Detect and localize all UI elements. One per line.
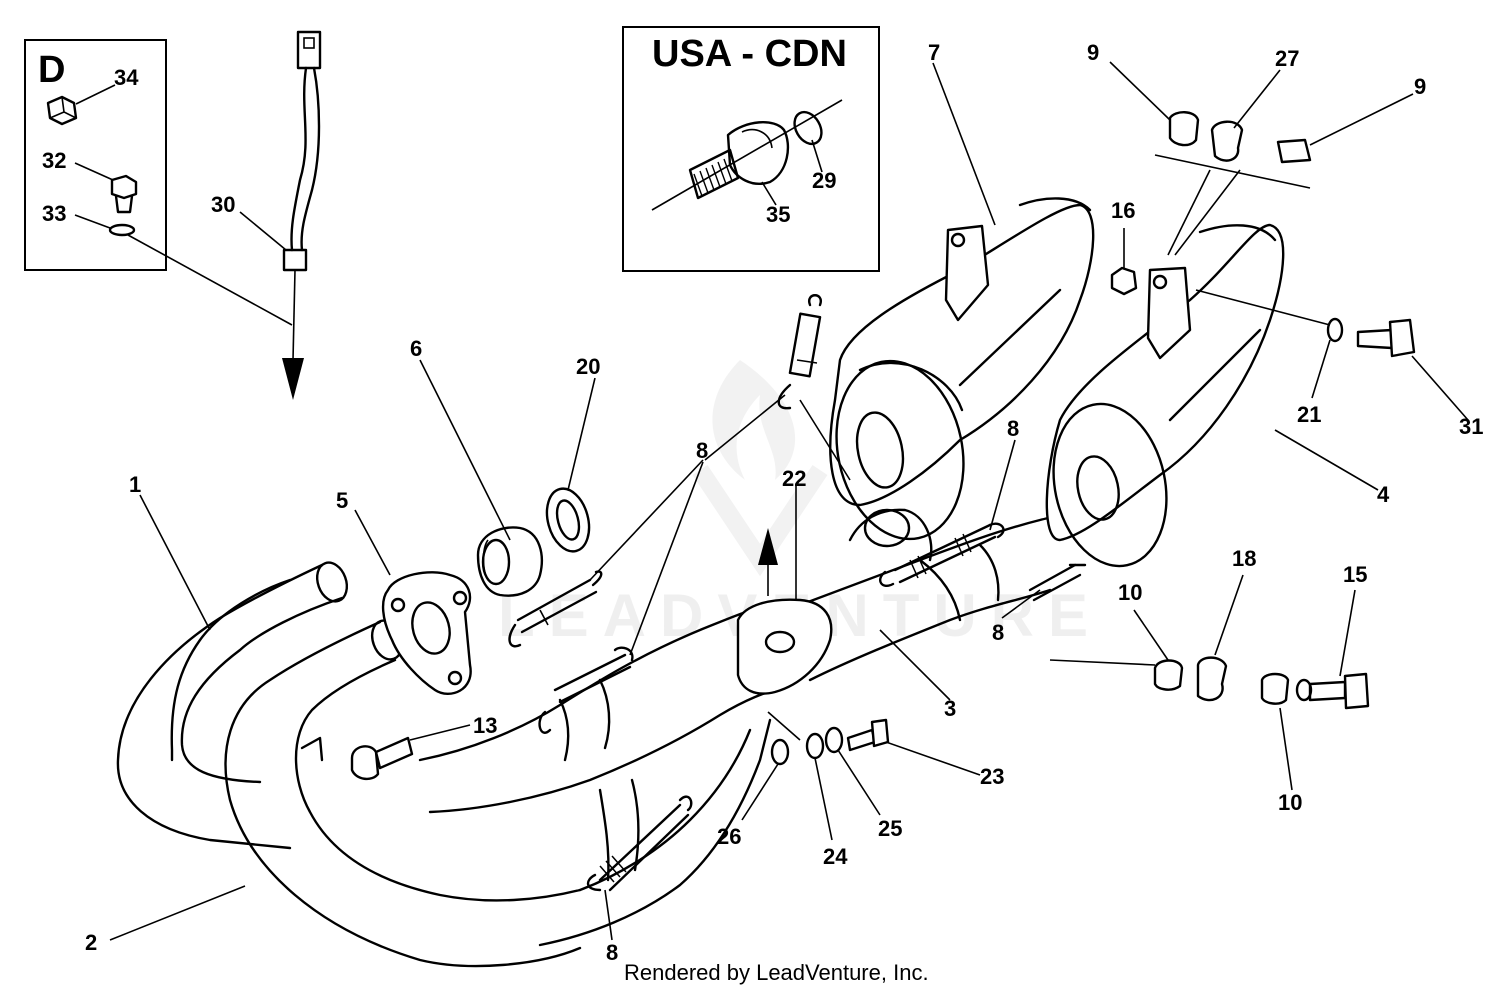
callout-31: 31 bbox=[1459, 414, 1483, 439]
callout-3: 3 bbox=[944, 696, 956, 721]
callout-10-top: 10 bbox=[1118, 580, 1142, 605]
nut-16 bbox=[1110, 228, 1138, 296]
callout-5: 5 bbox=[336, 488, 348, 513]
callout-24: 24 bbox=[823, 844, 848, 869]
callout-16: 16 bbox=[1111, 198, 1135, 223]
spring-left bbox=[508, 570, 603, 648]
callout-9-right: 9 bbox=[1414, 74, 1426, 99]
header-pipe-2 bbox=[224, 619, 582, 968]
callout-18: 18 bbox=[1232, 546, 1256, 571]
callout-8-bottom: 8 bbox=[606, 940, 618, 965]
hardware-23-26 bbox=[741, 711, 981, 841]
bolt-13 bbox=[350, 724, 471, 781]
callout-35: 35 bbox=[766, 202, 790, 227]
collar-6 bbox=[476, 526, 543, 597]
callout-4: 4 bbox=[1377, 482, 1390, 507]
callout-21: 21 bbox=[1297, 402, 1321, 427]
heat-shield-22 bbox=[736, 528, 833, 695]
callout-22: 22 bbox=[782, 466, 806, 491]
gasket-20 bbox=[545, 487, 591, 553]
callout-8-right: 8 bbox=[1007, 416, 1019, 441]
callout-30: 30 bbox=[211, 192, 235, 217]
callout-25: 25 bbox=[878, 816, 902, 841]
callout-7: 7 bbox=[928, 40, 940, 65]
callout-9-left: 9 bbox=[1087, 40, 1099, 65]
callout-1: 1 bbox=[129, 472, 141, 497]
mount-hardware-top bbox=[1109, 61, 1414, 256]
inset-usa-title: USA - CDN bbox=[652, 33, 847, 75]
callout-10-bottom: 10 bbox=[1278, 790, 1302, 815]
callout-labels: 7 9 27 9 16 21 31 6 20 8 22 8 4 1 5 18 1… bbox=[85, 40, 1483, 965]
callout-20: 20 bbox=[576, 354, 600, 379]
inset-d-label: D bbox=[38, 49, 65, 91]
header-pipe-1 bbox=[116, 561, 349, 850]
callout-26: 26 bbox=[717, 824, 741, 849]
inset-d: D 34 32 33 bbox=[24, 39, 293, 326]
callout-33: 33 bbox=[42, 201, 66, 226]
callout-6: 6 bbox=[410, 336, 422, 361]
callout-23: 23 bbox=[980, 764, 1004, 789]
mount-hardware-bottom bbox=[1049, 574, 1370, 791]
inset-usa-cdn: USA - CDN 29 35 bbox=[622, 26, 880, 272]
callout-29: 29 bbox=[812, 168, 836, 193]
callout-27: 27 bbox=[1275, 46, 1299, 71]
callout-15: 15 bbox=[1343, 562, 1367, 587]
callout-8-mid: 8 bbox=[992, 620, 1004, 645]
callout-8-center: 8 bbox=[696, 438, 708, 463]
spring-upper bbox=[777, 294, 822, 410]
muffler-4 bbox=[1045, 223, 1285, 568]
callout-2: 2 bbox=[85, 930, 97, 955]
exhaust-flange-5 bbox=[381, 571, 472, 695]
bolt-31 bbox=[1195, 289, 1469, 421]
callout-34: 34 bbox=[114, 65, 139, 90]
callout-32: 32 bbox=[42, 148, 66, 173]
spring-mid-right bbox=[1028, 563, 1087, 602]
footer-credit: Rendered by LeadVenture, Inc. bbox=[624, 960, 929, 985]
leader-lines bbox=[109, 62, 1379, 941]
spring-right bbox=[879, 522, 1005, 587]
oxygen-sensor-30: 30 bbox=[211, 30, 322, 400]
callout-13: 13 bbox=[473, 713, 497, 738]
